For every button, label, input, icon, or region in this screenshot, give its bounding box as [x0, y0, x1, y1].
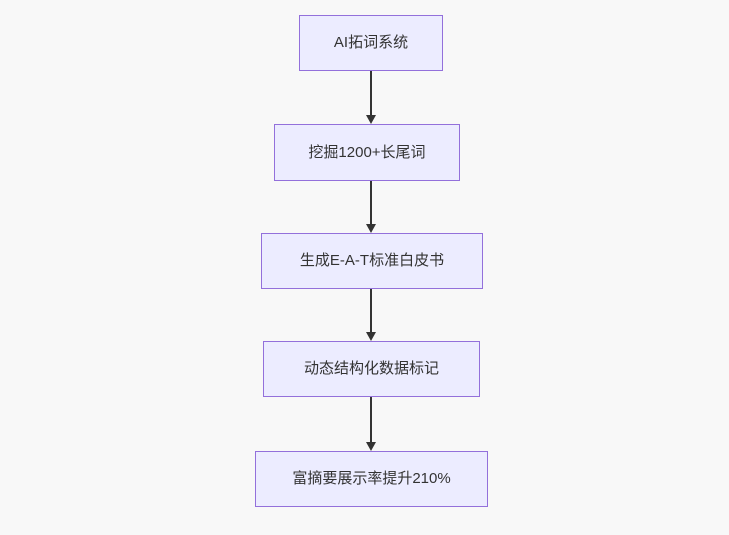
- flow-node-label: AI拓词系统: [333, 34, 409, 51]
- flow-node-label: 生成E-A-T标准白皮书: [299, 252, 445, 269]
- flow-node-step2: 挖掘1200+长尾词: [274, 124, 460, 181]
- arrow-down-icon: [366, 224, 376, 233]
- arrow-line: [370, 397, 372, 442]
- arrow-line: [370, 71, 372, 115]
- flow-node-step3: 生成E-A-T标准白皮书: [261, 233, 483, 289]
- arrow-line: [370, 289, 372, 332]
- arrow-down-icon: [366, 332, 376, 341]
- flow-edge-step1-step2: [366, 71, 376, 124]
- flow-node-label: 富摘要展示率提升210%: [292, 470, 451, 487]
- flow-edge-step4-step5: [366, 397, 376, 451]
- flow-node-step1: AI拓词系统: [299, 15, 443, 71]
- flow-edge-step2-step3: [366, 181, 376, 233]
- flow-edge-step3-step4: [366, 289, 376, 341]
- flow-node-step4: 动态结构化数据标记: [263, 341, 480, 397]
- arrow-line: [370, 181, 372, 224]
- arrow-down-icon: [366, 442, 376, 451]
- flow-node-step5: 富摘要展示率提升210%: [255, 451, 488, 507]
- flow-node-label: 动态结构化数据标记: [303, 360, 439, 377]
- arrow-down-icon: [366, 115, 376, 124]
- flow-node-label: 挖掘1200+长尾词: [308, 143, 426, 161]
